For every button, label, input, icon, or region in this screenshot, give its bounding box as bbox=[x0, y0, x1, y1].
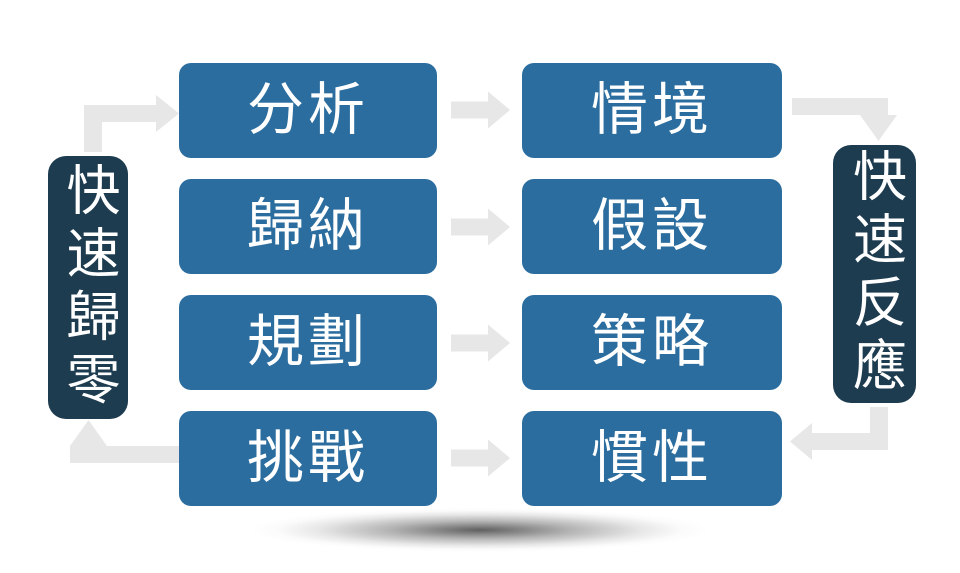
elbow-arrow-top-left bbox=[84, 95, 179, 152]
rail-fast-reset: 快速歸零 bbox=[48, 156, 128, 419]
ground-shadow bbox=[250, 508, 710, 552]
rail-fast-response-label: 快速反應 bbox=[843, 148, 907, 400]
box-inertia-label: 慣性 bbox=[591, 425, 713, 491]
box-analyze-label: 分析 bbox=[247, 77, 369, 143]
box-challenge-label: 挑戰 bbox=[247, 425, 369, 491]
rail-fast-reset-label: 快速歸零 bbox=[57, 161, 120, 414]
rail-fast-response: 快速反應 bbox=[833, 145, 916, 403]
box-strategy: 策略 bbox=[522, 295, 782, 390]
elbow-arrow-bottom-right bbox=[790, 407, 888, 460]
box-hypothesis: 假設 bbox=[522, 179, 782, 274]
right-arrow-row4 bbox=[451, 439, 510, 477]
elbow-arrow-top-right bbox=[792, 98, 897, 141]
box-induce: 歸納 bbox=[179, 179, 437, 274]
box-context: 情境 bbox=[522, 63, 782, 158]
box-plan: 規劃 bbox=[179, 295, 437, 390]
right-arrow-row3 bbox=[451, 324, 510, 362]
box-context-label: 情境 bbox=[591, 77, 713, 143]
box-hypothesis-label: 假設 bbox=[591, 193, 713, 259]
box-induce-label: 歸納 bbox=[247, 193, 369, 259]
box-strategy-label: 策略 bbox=[591, 309, 713, 375]
box-challenge: 挑戰 bbox=[179, 411, 437, 506]
box-plan-label: 規劃 bbox=[247, 309, 369, 375]
elbow-arrow-bottom-left bbox=[70, 420, 179, 463]
right-arrow-row2 bbox=[451, 208, 510, 246]
box-analyze: 分析 bbox=[179, 63, 437, 158]
right-arrow-row1 bbox=[451, 91, 510, 129]
box-inertia: 慣性 bbox=[522, 411, 782, 506]
